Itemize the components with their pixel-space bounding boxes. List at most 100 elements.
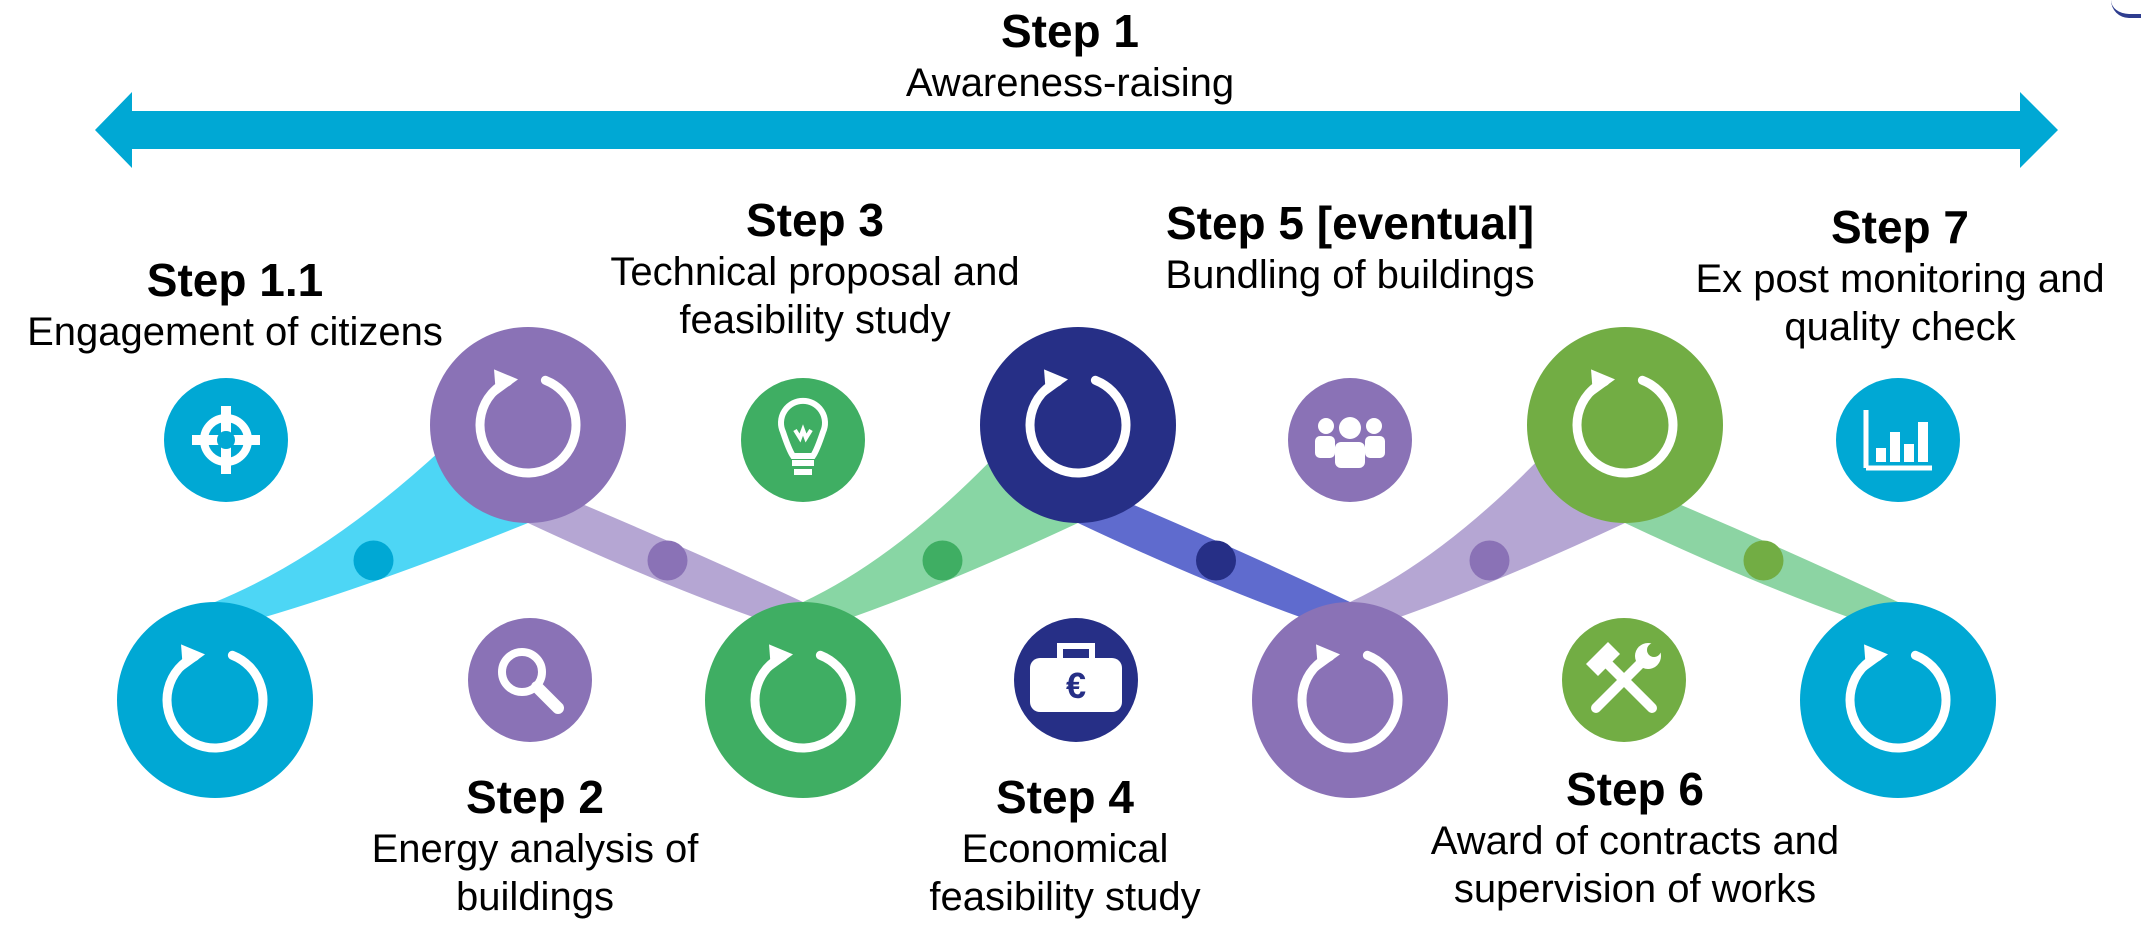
refresh-arc	[1572, 375, 1678, 478]
refresh-arc	[1025, 375, 1131, 478]
step-desc: quality check	[1784, 305, 2016, 350]
icon-badge	[741, 378, 865, 502]
step-label-2: Step 2 Energy analysis of buildings	[335, 770, 735, 921]
cycle-node	[980, 327, 1176, 523]
step-desc: feasibility study	[929, 875, 1201, 920]
refresh-arrowhead	[181, 644, 206, 671]
wrench-shaft	[1591, 657, 1647, 713]
step-title: Step 1.1	[146, 254, 324, 306]
step-desc: Technical proposal and	[610, 250, 1020, 295]
bag-handle	[1057, 643, 1095, 658]
step-title: Step 3	[745, 194, 885, 246]
step-label-6: Step 6 Award of contracts and supervisio…	[1395, 762, 1875, 913]
connector-dot	[1469, 540, 1510, 581]
refresh-arrowhead	[1044, 369, 1069, 396]
people-icon	[1288, 378, 1412, 502]
refresh-arc	[1845, 650, 1951, 753]
step-title: Step 4	[995, 771, 1135, 823]
double-arrow	[95, 92, 2058, 168]
bulb-base	[792, 460, 814, 466]
bar-chart-icon	[1836, 378, 1960, 502]
step-title: Step 6	[1565, 763, 1705, 815]
step-desc: Engagement of citizens	[27, 310, 443, 355]
chart-bar	[1918, 422, 1928, 462]
magnifier-lens	[498, 648, 546, 696]
step-desc: supervision of works	[1453, 867, 1817, 912]
icon-badge	[1288, 378, 1412, 502]
step-title: Step 7	[1830, 201, 1970, 253]
connector-dot	[1743, 540, 1784, 581]
tools-icon	[1562, 618, 1686, 742]
cycle-node	[705, 602, 901, 798]
refresh-arrowhead	[1316, 644, 1341, 671]
header-subtitle: Awareness-raising	[905, 61, 1235, 106]
step-label-5: Step 5 [eventual] Bundling of buildings	[1130, 196, 1570, 299]
cycle-circle	[430, 327, 626, 523]
refresh-arrowhead	[1864, 644, 1889, 671]
refresh-arc	[1297, 650, 1403, 753]
hammer-head	[1586, 642, 1620, 676]
cycle-node	[1800, 602, 1996, 798]
cycle-circle	[1527, 327, 1723, 523]
bulb-filament	[793, 424, 813, 443]
refresh-arrowhead	[494, 369, 519, 396]
header-title: Step 1	[1000, 5, 1140, 57]
cycle-circle	[1800, 602, 1996, 798]
step-desc: Ex post monitoring and	[1695, 257, 2105, 302]
icon-circles: €	[164, 378, 1960, 742]
person-head	[1366, 418, 1382, 434]
step-desc: Economical	[961, 827, 1169, 872]
wrench-jaw	[1647, 643, 1661, 657]
chart-bar	[1904, 444, 1914, 462]
magnifier-icon	[468, 618, 592, 742]
person-head	[1318, 418, 1334, 434]
connector-dot	[647, 540, 688, 581]
step-desc: Bundling of buildings	[1165, 253, 1535, 298]
person-head	[1339, 417, 1361, 439]
step-label-1-1: Step 1.1 Engagement of citizens	[0, 253, 470, 356]
person-body	[1335, 442, 1365, 468]
refresh-arc	[162, 650, 268, 753]
euro-symbol: €	[1066, 665, 1086, 706]
connector-dot	[1196, 540, 1236, 581]
step-label-7: Step 7 Ex post monitoring and quality ch…	[1660, 200, 2140, 351]
refresh-arrowhead	[769, 644, 794, 671]
cycle-node	[430, 327, 626, 523]
bag-body	[1030, 658, 1122, 712]
step-label-4: Step 4 Economical feasibility study	[885, 770, 1245, 921]
icon-badge	[468, 618, 592, 742]
cycle-node	[117, 602, 313, 798]
corner-decoration	[2111, 0, 2141, 18]
person-body	[1315, 436, 1335, 458]
cycle-circle	[705, 602, 901, 798]
cycle-circle	[980, 327, 1176, 523]
step-desc: buildings	[456, 875, 614, 920]
magnifier-handle	[531, 681, 564, 714]
step-title: Step 2	[465, 771, 605, 823]
step-label-3: Step 3 Technical proposal and feasibilit…	[580, 193, 1050, 344]
cycle-node	[1252, 602, 1448, 798]
step-desc: feasibility study	[679, 298, 951, 343]
refresh-arc	[475, 375, 581, 478]
step-desc: Energy analysis of	[371, 827, 699, 872]
refresh-arrowhead	[1591, 369, 1616, 396]
bulb-glass	[778, 397, 828, 459]
connector-dot	[922, 540, 963, 581]
lightbulb-icon	[741, 378, 865, 502]
big-circles	[117, 327, 1996, 798]
hammer-shaft	[1603, 659, 1657, 713]
step-desc: Award of contracts and	[1430, 819, 1840, 864]
euro-bag-icon: €	[1014, 618, 1138, 742]
connector-dot	[353, 540, 394, 581]
refresh-arc	[750, 650, 856, 753]
step-title: Step 5 [eventual]	[1165, 197, 1535, 249]
crosshair-center	[217, 431, 235, 449]
chart-bar	[1876, 448, 1886, 462]
person-body	[1365, 436, 1385, 458]
cycle-circle	[1252, 602, 1448, 798]
bulb-base	[794, 469, 812, 475]
chart-bar	[1890, 432, 1900, 462]
cycle-circle	[117, 602, 313, 798]
